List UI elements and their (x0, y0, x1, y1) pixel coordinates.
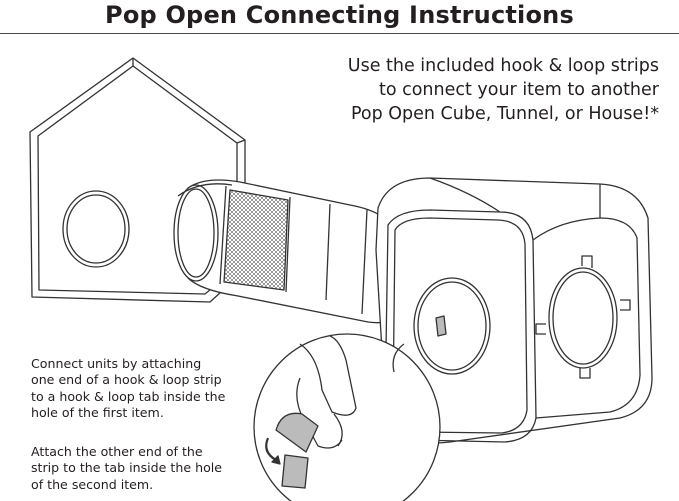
intro-text: Use the included hook & loop strips to c… (259, 54, 659, 126)
caption-line: one end of a hook & loop strip (31, 372, 222, 388)
cube-side-hole (548, 267, 618, 369)
hand-detail-illustration (253, 333, 441, 501)
intro-line: Use the included hook & loop strips (347, 56, 659, 76)
cube-front-hole (413, 277, 491, 375)
instruction-step-2: Attach the other end of the strip to the… (31, 444, 271, 493)
intro-line: to connect your item to another (378, 80, 659, 100)
title-divider (0, 33, 679, 34)
tunnel-illustration (173, 179, 403, 324)
caption-line: strip to the tab inside the hole (31, 460, 223, 476)
house-door-hole (62, 190, 130, 268)
page-title: Pop Open Connecting Instructions (105, 1, 574, 29)
caption-line: to a hook & loop tab inside the (31, 388, 226, 404)
caption-line: Connect units by attaching (31, 356, 202, 371)
caption-line: of the second item. (31, 476, 154, 492)
caption-line: hole of the first item. (31, 404, 164, 420)
cube-illustration (375, 177, 653, 444)
caption-line: Attach the other end of the (31, 444, 203, 459)
instruction-step-1: Connect units by attaching one end of a … (31, 356, 271, 421)
intro-line: Pop Open Cube, Tunnel, or House!* (350, 104, 659, 124)
